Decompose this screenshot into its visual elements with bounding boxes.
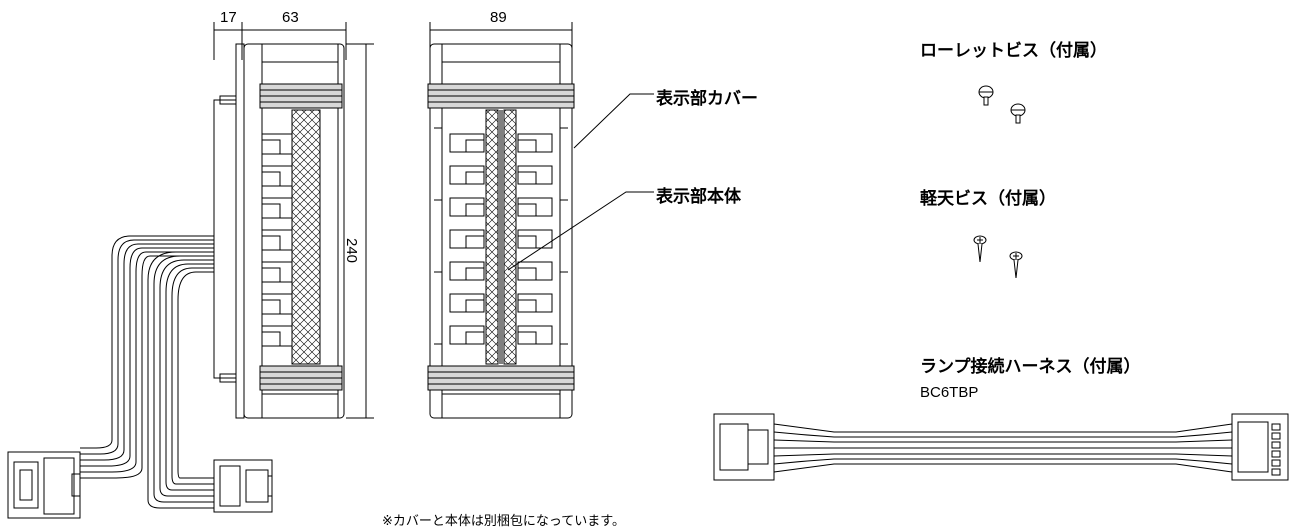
light-screw-icons [973,235,1023,279]
label-knurled-screw: ローレットビス（付属） [920,41,1107,61]
label-light-screw: 軽天ビス（付属） [920,189,1056,209]
label-harness: ランプ接続ハーネス（付属） [920,357,1141,377]
dimension-height: 240 [343,238,360,264]
label-display-body: 表示部本体 [656,187,741,207]
dimension-width-side: 63 [282,9,299,26]
dimension-depth: 17 [220,9,237,26]
label-display-cover: 表示部カバー [656,89,758,109]
front-view [427,22,654,419]
packing-note: ※カバーと本体は別梱包になっています。 [382,514,625,529]
dimension-width-front: 89 [490,9,507,26]
side-view [7,22,374,519]
harness-code: BC6TBP [920,384,979,401]
harness-drawing [713,413,1289,481]
knurled-screw-icons [978,85,1026,124]
